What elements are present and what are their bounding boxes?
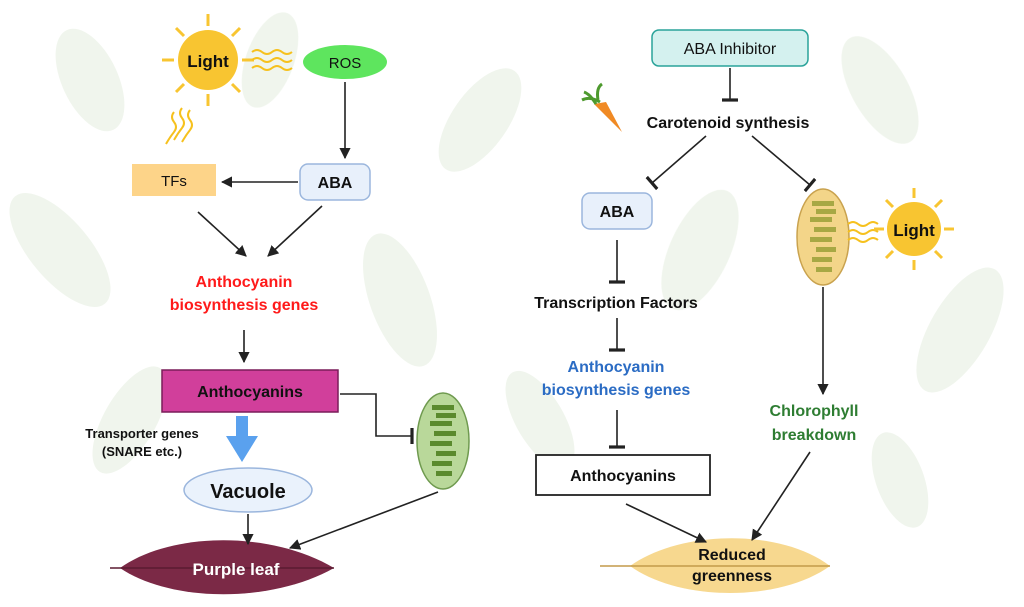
light-label-left: Light xyxy=(187,52,229,71)
transporter-line1: Transporter genes xyxy=(85,426,198,441)
light-waves-down-icon xyxy=(165,107,193,145)
inhibit-anthocyanins-chloroplast xyxy=(340,393,414,444)
sun-icon-right xyxy=(874,188,954,270)
chloroplast-icon-left xyxy=(416,392,470,490)
ros-label: ROS xyxy=(329,55,362,72)
carrot-icon xyxy=(581,82,622,132)
tfs-node xyxy=(132,164,216,196)
chlorophyll-line1: Chlorophyll xyxy=(770,403,859,420)
ros-node xyxy=(303,45,387,79)
inhibit-carotenoid-chloroplast xyxy=(751,135,817,193)
arrow-aba-genes xyxy=(267,205,323,257)
transcription-factors-label: Transcription Factors xyxy=(534,295,698,312)
background-foliage xyxy=(9,12,1004,528)
aba-label-left: ABA xyxy=(318,175,353,192)
anthocyanin-genes-line2-right: biosynthesis genes xyxy=(542,382,691,399)
purple-leaf-label: Purple leaf xyxy=(193,560,280,579)
purple-leaf-icon xyxy=(110,540,334,595)
anthocyanin-genes-line2-left: biosynthesis genes xyxy=(170,297,319,314)
arrow-tfs-genes xyxy=(197,211,247,257)
tfs-label: TFs xyxy=(161,173,187,190)
arrow-anthocyanins-reduced xyxy=(625,503,708,543)
anthocyanins-node-right xyxy=(535,454,711,496)
light-waves-right-icon xyxy=(847,221,879,243)
left-arrows xyxy=(197,82,439,550)
light-label-right: Light xyxy=(893,221,935,240)
anthocyanins-label-right: Anthocyanins xyxy=(570,468,676,485)
aba-node-right xyxy=(581,192,653,230)
light-waves-icon xyxy=(251,49,293,71)
arrow-chlorophyll-reduced xyxy=(751,451,811,541)
right-panel: ABA Inhibitor Carotenoid synthesis ABA T… xyxy=(534,29,954,593)
right-arrows xyxy=(609,68,829,543)
sun-icon-left xyxy=(162,14,254,106)
aba-inhibitor-node xyxy=(651,29,809,67)
left-panel: Light ROS ABA TFs Anthocyanin biosynthes… xyxy=(85,14,470,595)
transport-arrow-icon xyxy=(226,416,258,462)
reduced-greenness-line2: greenness xyxy=(692,568,772,585)
vacuole-node xyxy=(183,467,313,513)
transporter-line2: (SNARE etc.) xyxy=(102,444,182,459)
anthocyanins-label-left: Anthocyanins xyxy=(197,384,303,401)
chloroplast-icon-right xyxy=(796,188,850,286)
aba-inhibitor-label: ABA Inhibitor xyxy=(684,41,777,58)
aba-label-right: ABA xyxy=(600,204,635,221)
anthocyanin-genes-line1-left: Anthocyanin xyxy=(196,274,293,291)
carotenoid-label: Carotenoid synthesis xyxy=(647,115,810,132)
reduced-greenness-line1: Reduced xyxy=(698,547,766,564)
vacuole-label: Vacuole xyxy=(210,481,286,503)
aba-node-left xyxy=(299,163,371,201)
anthocyanin-genes-line1-right: Anthocyanin xyxy=(568,359,665,376)
inhibit-carotenoid-aba xyxy=(645,135,707,191)
chlorophyll-line2: breakdown xyxy=(772,427,856,444)
anthocyanins-node-left xyxy=(161,369,339,413)
pale-leaf-icon xyxy=(600,538,830,593)
arrow-chloroplast-leaf xyxy=(288,491,439,550)
